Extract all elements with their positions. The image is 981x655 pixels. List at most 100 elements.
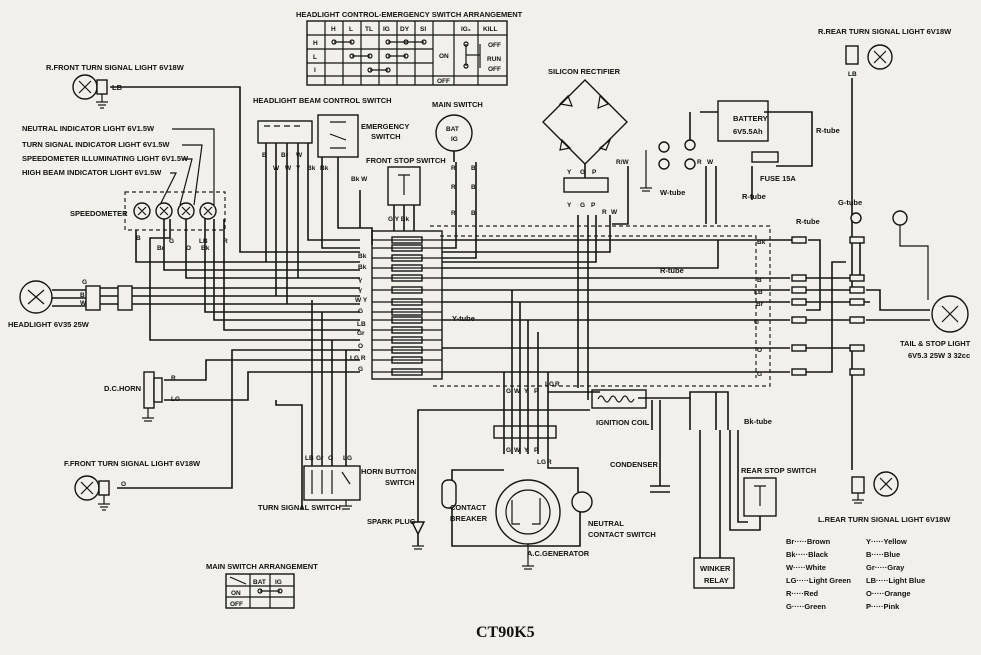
ig2-label: IG₂ [461, 26, 471, 33]
legend-entry: B·····Blue [866, 550, 900, 559]
bk-tube-label: Bk-tube [744, 417, 772, 426]
condenser-label: CONDENSER [610, 460, 659, 469]
main-col-bat: BAT [253, 579, 266, 586]
row-l: L [313, 54, 317, 61]
ac-generator: A.C.GENERATOR [495, 479, 590, 570]
kill-off-label: OFF [488, 42, 501, 49]
svg-text:P: P [534, 388, 539, 395]
silicon-rectifier: SILICON RECTIFIER Y G P R/W Y G P R W [542, 67, 630, 216]
svg-text:G: G [757, 371, 762, 378]
svg-text:B: B [80, 292, 85, 299]
main-switch-arrangement-table: MAIN SWITCH ARRANGEMENT BAT IG ON OFF [206, 562, 318, 609]
condenser: CONDENSER [610, 430, 670, 493]
svg-text:Y: Y [567, 202, 572, 209]
horn-button-label-1: HORN BUTTON [361, 467, 416, 476]
rear-connector [849, 286, 865, 294]
svg-text:LG: LG [537, 459, 546, 466]
fuse-label: FUSE 15A [760, 174, 796, 183]
svg-text:Br: Br [756, 301, 764, 308]
svg-text:P: P [591, 202, 596, 209]
svg-text:P: P [592, 169, 597, 176]
svg-text:W: W [80, 300, 87, 307]
svg-text:Y: Y [358, 278, 363, 285]
main-switch-table-title: MAIN SWITCH ARRANGEMENT [206, 562, 318, 571]
turn-signal-switch-label: TURN SIGNAL SWITCH [258, 503, 341, 512]
svg-text:G: G [358, 308, 363, 315]
rear-connector [791, 368, 807, 376]
emergency-switch-label-2: SWITCH [371, 132, 401, 141]
svg-text:R: R [451, 165, 456, 172]
ac-generator-label: A.C.GENERATOR [527, 549, 590, 558]
svg-text:LB: LB [754, 289, 763, 296]
y-tube-label: Y-tube [452, 314, 475, 323]
svg-text:B: B [757, 277, 762, 284]
svg-text:G: G [580, 169, 585, 176]
svg-text:LB: LB [199, 238, 208, 245]
svg-text:B: B [471, 210, 476, 217]
svg-text:G Y Bk: G Y Bk [388, 216, 409, 223]
svg-text:LB: LB [848, 71, 857, 78]
f-front-turn-signal-label: F.FRONT TURN SIGNAL LIGHT 6V18W [64, 459, 201, 468]
svg-text:O: O [358, 343, 363, 350]
kill-off2-label: OFF [488, 66, 501, 73]
contact-breaker-label-2: BREAKER [450, 514, 488, 523]
rear-connector [849, 236, 865, 244]
headlight-switch-table-title: HEADLIGHT CONTROL-EMERGENCY SWITCH ARRAN… [296, 10, 523, 19]
g-tube-label: G-tube [838, 198, 862, 207]
svg-text:Bk: Bk [320, 165, 329, 172]
rear-connector [791, 274, 807, 282]
rear-stop-switch-label: REAR STOP SWITCH [741, 466, 816, 475]
rear-connector [791, 298, 807, 306]
svg-text:Y: Y [358, 288, 363, 295]
model-title: CT90K5 [476, 624, 535, 641]
svg-text:O: O [757, 347, 762, 354]
svg-text:R: R [547, 459, 552, 466]
r-rear-turn-signal-light: R.REAR TURN SIGNAL LIGHT 6V18W LB [818, 27, 952, 78]
engine-connector: G W Y P LG R G W Y P LG R [493, 381, 560, 466]
r-tube-label-3: R-tube [796, 217, 820, 226]
battery-label: BATTERY [733, 114, 768, 123]
svg-text:G: G [358, 366, 363, 373]
svg-text:LG: LG [545, 381, 554, 388]
ignition-coil: IGNITION COIL [591, 389, 650, 427]
svg-text:Br: Br [281, 152, 289, 159]
svg-text:W: W [611, 209, 618, 216]
ignition-coil-label: IGNITION COIL [596, 418, 650, 427]
legend-entry: Br·····Brown [786, 537, 831, 546]
svg-text:Y: Y [567, 169, 572, 176]
speedo-illum-label: SPEEDOMETER ILLUMINATING LIGHT 6V1.5W [22, 154, 189, 163]
main-row-on: ON [231, 590, 241, 597]
rear-connector [791, 316, 807, 324]
r-front-turn-signal-label: R.FRONT TURN SIGNAL LIGHT 6V18W [46, 63, 185, 72]
off-label: OFF [437, 78, 450, 85]
neutral-contact-switch: NEUTRAL CONTACT SWITCH [547, 454, 656, 539]
col-dy: DY [400, 26, 410, 33]
col-si: SI [420, 26, 426, 33]
legend-entry: W·····White [786, 563, 826, 572]
legend-entry: R·····Red [786, 589, 818, 598]
battery-spec: 6V5.5Ah [733, 127, 763, 136]
legend-entry: Gr·····Gray [866, 563, 905, 572]
neutral-indicator-label: NEUTRAL INDICATOR LIGHT 6V1.5W [22, 124, 155, 133]
speedometer-label: SPEEDOMETER [70, 209, 128, 218]
svg-text:O: O [328, 455, 333, 462]
svg-text:Bk: Bk [358, 264, 367, 271]
col-h: H [331, 26, 336, 33]
battery: BATTERY 6V5.5Ah R-tube R W FUSE 15A R-tu… [640, 100, 840, 275]
main-connector-block: Y-tube [371, 230, 475, 380]
rear-connector [849, 344, 865, 352]
main-col-ig: IG [275, 579, 282, 586]
contact-breaker-label-1: CONTACT [450, 503, 487, 512]
svg-text:W: W [514, 388, 521, 395]
legend-entry: LG·····Light Green [786, 576, 851, 585]
svg-text:B: B [471, 165, 476, 172]
svg-text:R: R [451, 210, 456, 217]
svg-text:Y: Y [524, 447, 529, 454]
winker-label-2: RELAY [704, 576, 729, 585]
svg-text:P: P [534, 447, 539, 454]
winker-label-1: WINKER [700, 564, 731, 573]
w-tube-label: W-tube [660, 188, 685, 197]
kill-label: KILL [483, 26, 497, 33]
dc-horn-label: D.C.HORN [104, 384, 141, 393]
svg-text:W: W [296, 152, 303, 159]
